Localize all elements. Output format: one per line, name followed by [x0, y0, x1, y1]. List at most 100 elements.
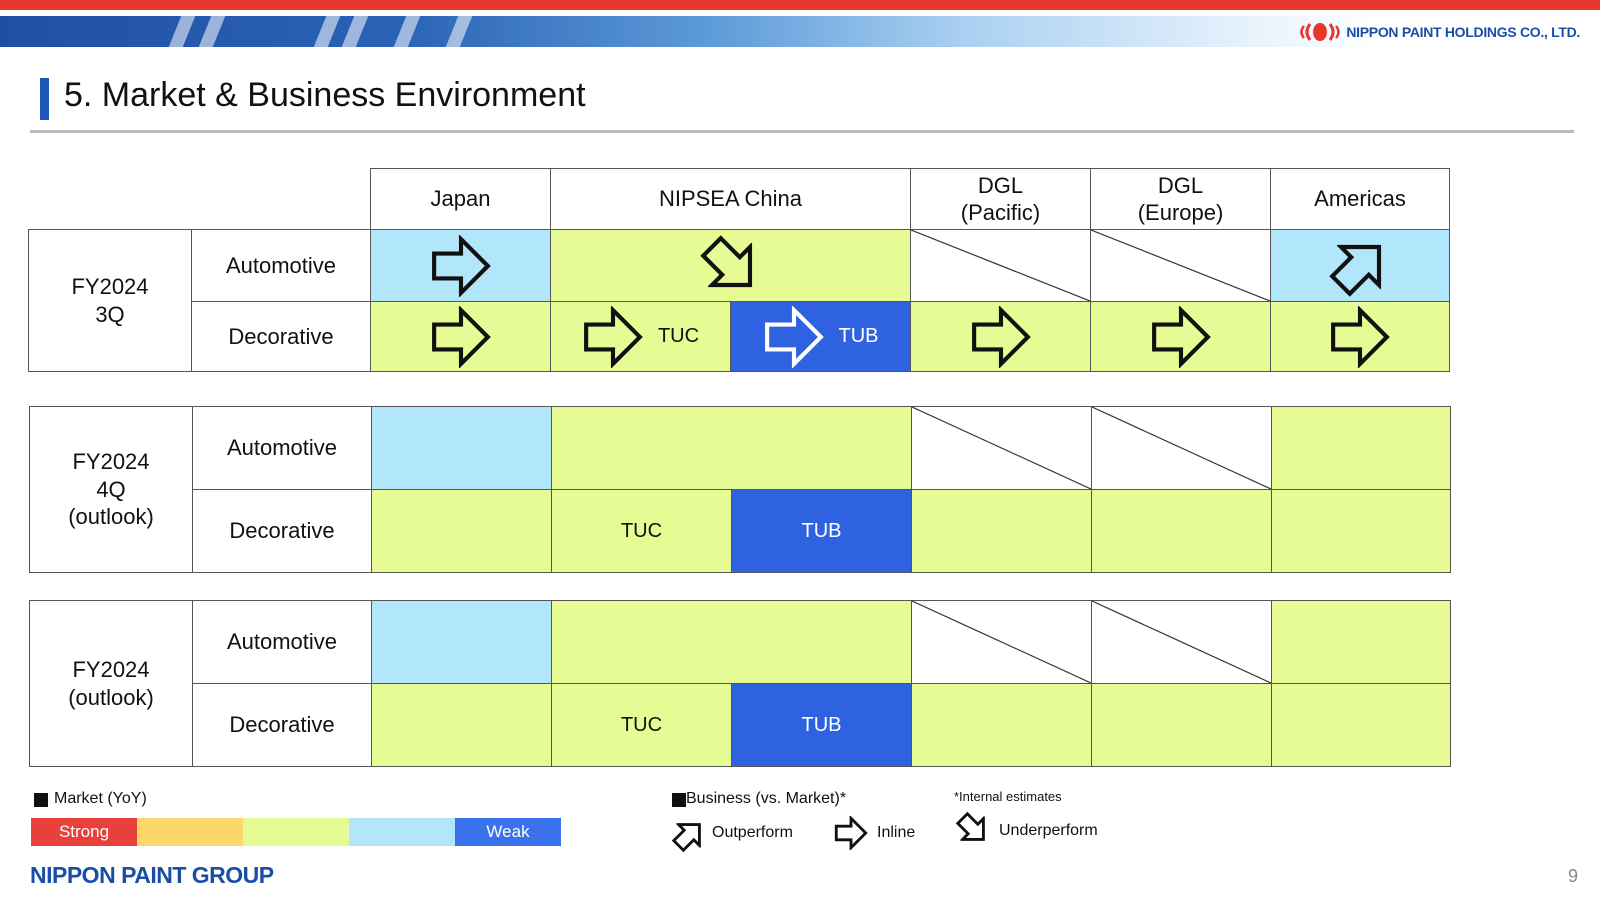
- column-label: NIPSEA China: [658, 186, 803, 212]
- cell-nipsea-automotive-fy: [551, 600, 912, 684]
- column-header-nipsea-china: NIPSEA China: [550, 168, 911, 230]
- sub-label-tub: TUB: [801, 519, 842, 542]
- row-label-decorative: Decorative: [192, 683, 372, 767]
- sub-label-tuc: TUC: [657, 325, 700, 347]
- inline-arrow-icon: [763, 306, 825, 368]
- column-header-dgl-europe: DGL (Europe): [1090, 168, 1271, 230]
- top-accent-line: [0, 0, 1600, 10]
- row-label-automotive: Automotive: [192, 406, 372, 490]
- scale-step-4: [349, 818, 455, 846]
- not-applicable-slash: [1092, 601, 1271, 683]
- legend-note: *Internal estimates: [954, 789, 1062, 804]
- sub-label-tub: TUB: [838, 325, 879, 347]
- period-label-fy-outlook: FY2024 (outlook): [29, 600, 193, 767]
- row-label-text: Decorative: [229, 712, 335, 738]
- inline-arrow-icon: [430, 306, 492, 368]
- column-header-dgl-pacific: DGL (Pacific): [910, 168, 1091, 230]
- sub-label-tuc: TUC: [620, 519, 663, 542]
- outperform-arrow-icon: [671, 823, 701, 853]
- cell-dgl-europe-automotive-fy-na: [1091, 600, 1272, 684]
- column-label: Americas: [1314, 186, 1406, 212]
- row-label-text: Automotive: [226, 629, 338, 655]
- cell-dgl-europe-automotive-3q-na: [1090, 229, 1271, 302]
- sub-label-tuc: TUC: [620, 713, 663, 736]
- cell-americas-decorative-fy: [1271, 683, 1451, 767]
- row-label-text: Decorative: [229, 518, 335, 544]
- column-header-americas: Americas: [1270, 168, 1450, 230]
- scale-label: Weak: [486, 822, 530, 841]
- footer-group-logo: NIPPON PAINT GROUP: [30, 862, 274, 888]
- cell-dgl-europe-decorative-3q: [1090, 301, 1271, 372]
- cell-nipsea-tuc-decorative-fy: TUC: [551, 683, 732, 767]
- cell-nipsea-tub-decorative-3q: TUB: [730, 301, 911, 372]
- underperform-arrow-icon: [955, 811, 985, 841]
- legend-bullet: [34, 793, 48, 807]
- row-label-text: Automotive: [225, 252, 337, 278]
- company-name: NIPPON PAINT HOLDINGS CO., LTD.: [1346, 24, 1580, 40]
- company-brand: NIPPON PAINT HOLDINGS CO., LTD.: [1298, 20, 1580, 44]
- cell-japan-decorative-fy: [371, 683, 552, 767]
- column-header-japan: Japan: [370, 168, 551, 230]
- row-label-decorative: Decorative: [192, 489, 372, 573]
- cell-nipsea-tuc-decorative-3q: TUC: [550, 301, 731, 372]
- outperform-arrow-icon: [1316, 222, 1404, 310]
- cell-americas-automotive-fy: [1271, 600, 1451, 684]
- inline-arrow-icon: [430, 235, 492, 297]
- inline-arrow-icon: [1150, 306, 1212, 368]
- period-text: FY2024 (outlook): [68, 657, 154, 710]
- row-label-text: Automotive: [226, 435, 338, 461]
- cell-dgl-europe-decorative-4q: [1091, 489, 1272, 573]
- underperform-arrow-icon: [687, 222, 775, 310]
- cell-americas-decorative-3q: [1270, 301, 1450, 372]
- cell-nipsea-automotive-3q: [550, 229, 911, 302]
- cell-americas-automotive-3q: [1270, 229, 1450, 302]
- scale-step-2: [137, 818, 243, 846]
- inline-arrow-icon: [834, 816, 868, 850]
- scale-step-3: [243, 818, 349, 846]
- cell-dgl-pacific-decorative-fy: [911, 683, 1092, 767]
- cell-japan-decorative-3q: [370, 301, 551, 372]
- not-applicable-slash: [1091, 230, 1270, 301]
- cell-dgl-europe-decorative-fy: [1091, 683, 1272, 767]
- period-label-4q-outlook: FY2024 4Q (outlook): [29, 406, 193, 573]
- legend-underperform: Underperform: [999, 822, 1098, 839]
- row-label-text: Decorative: [228, 323, 334, 349]
- title-divider: [30, 130, 1574, 133]
- inline-arrow-icon: [1329, 306, 1391, 368]
- row-label-decorative: Decorative: [191, 301, 371, 372]
- not-applicable-slash: [1092, 407, 1271, 489]
- period-text: FY2024 3Q: [71, 274, 149, 327]
- nippon-paint-logo-icon: [1300, 23, 1341, 41]
- column-label: Japan: [430, 186, 491, 212]
- period-label-3q: FY2024 3Q: [28, 229, 192, 372]
- inline-arrow-icon: [970, 306, 1032, 368]
- cell-dgl-pacific-automotive-3q-na: [910, 229, 1091, 302]
- legend-market-title: Market (YoY): [54, 790, 147, 807]
- legend-outperform: Outperform: [712, 824, 793, 841]
- cell-americas-decorative-4q: [1271, 489, 1451, 573]
- not-applicable-slash: [912, 601, 1091, 683]
- cell-nipsea-tuc-decorative-4q: TUC: [551, 489, 732, 573]
- scale-weak: Weak: [455, 818, 561, 846]
- column-label: DGL (Europe): [1137, 172, 1224, 226]
- page-number: 9: [1567, 866, 1578, 886]
- not-applicable-slash: [912, 407, 1091, 489]
- cell-japan-automotive-fy: [371, 600, 552, 684]
- not-applicable-slash: [911, 230, 1090, 301]
- sub-label-tub: TUB: [801, 713, 842, 736]
- cell-dgl-europe-automotive-4q-na: [1091, 406, 1272, 490]
- scale-strong: Strong: [31, 818, 137, 846]
- cell-japan-decorative-4q: [371, 489, 552, 573]
- inline-arrow-icon: [582, 306, 644, 368]
- legend-inline: Inline: [877, 824, 916, 841]
- cell-americas-automotive-4q: [1271, 406, 1451, 490]
- row-label-automotive: Automotive: [191, 229, 371, 302]
- legend-business-title: Business (vs. Market)*: [686, 790, 847, 807]
- page-title: 5. Market & Business Environment: [64, 76, 586, 114]
- cell-japan-automotive-3q: [370, 229, 551, 302]
- row-label-automotive: Automotive: [192, 600, 372, 684]
- title-accent: [40, 78, 49, 120]
- cell-dgl-pacific-decorative-3q: [910, 301, 1091, 372]
- cell-japan-automotive-4q: [371, 406, 552, 490]
- column-label: DGL (Pacific): [960, 172, 1041, 226]
